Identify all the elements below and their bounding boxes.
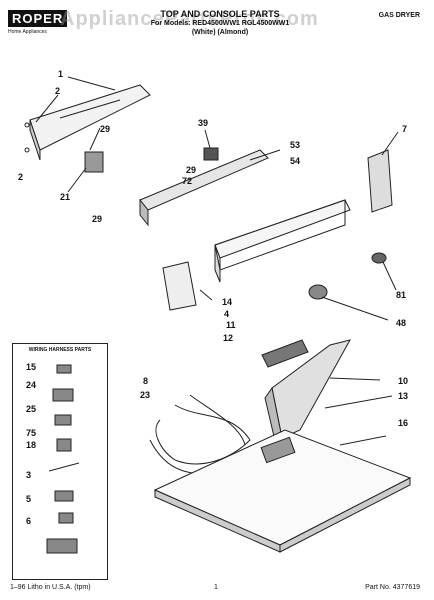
brand-sub-text: Home Appliances bbox=[8, 29, 47, 35]
brand-logo: ROPER Home Appliances bbox=[8, 10, 68, 35]
harness-parts-drawing bbox=[46, 364, 80, 554]
footer-part-number: Part No. 4377619 bbox=[365, 584, 420, 591]
callout-21: 21 bbox=[60, 192, 71, 202]
harness-item-3: 3 bbox=[26, 470, 32, 480]
callout-23: 23 bbox=[140, 390, 151, 400]
callout-8: 8 bbox=[143, 376, 149, 386]
harness-item-5: 5 bbox=[26, 494, 32, 504]
harness-title: WIRING HARNESS PARTS bbox=[28, 347, 92, 353]
callout-2b: 2 bbox=[18, 172, 24, 182]
callout-14: 14 bbox=[222, 297, 233, 307]
harness-item-6: 6 bbox=[26, 516, 32, 526]
callout-10: 10 bbox=[398, 376, 409, 386]
product-type: GAS DRYER bbox=[378, 12, 420, 19]
footer-page-number: 1 bbox=[214, 584, 218, 591]
watermark: AppliancePartsPros.com bbox=[60, 8, 319, 30]
harness-item-18: 18 bbox=[26, 440, 37, 450]
harness-item-24: 24 bbox=[26, 380, 37, 390]
page-title: TOP AND CONSOLE PARTS bbox=[160, 9, 280, 19]
callout-29c: 29 bbox=[186, 165, 197, 175]
callout-11: 11 bbox=[226, 320, 236, 330]
callout-13: 13 bbox=[398, 391, 409, 401]
callout-7: 7 bbox=[402, 124, 408, 134]
color-line: (White) (Almond) bbox=[191, 29, 249, 36]
callout-12: 12 bbox=[223, 333, 234, 343]
model-line: For Models: RED4500WW1 RGL4500WW1 bbox=[150, 20, 290, 27]
callout-29b: 29 bbox=[92, 214, 103, 224]
callout-2a: 2 bbox=[55, 86, 61, 96]
callout-72: 72 bbox=[182, 176, 193, 186]
harness-item-25: 25 bbox=[26, 404, 37, 414]
callout-53: 53 bbox=[290, 140, 301, 150]
wiring-harness-box: WIRING HARNESS PARTS bbox=[12, 343, 108, 580]
callout-39: 39 bbox=[198, 118, 209, 128]
callout-81: 81 bbox=[396, 290, 407, 300]
harness-item-15: 15 bbox=[26, 362, 37, 372]
callout-29a: 29 bbox=[100, 124, 111, 134]
harness-item-75: 75 bbox=[26, 428, 37, 438]
callout-48: 48 bbox=[396, 318, 407, 328]
callout-54: 54 bbox=[290, 156, 301, 166]
callout-1: 1 bbox=[58, 69, 64, 79]
footer-litho: 1–96 Litho in U.S.A. (tpm) bbox=[10, 584, 91, 591]
brand-logo-text: ROPER bbox=[8, 10, 68, 27]
callout-4: 4 bbox=[224, 309, 230, 319]
page-header: TOP AND CONSOLE PARTS For Models: RED450… bbox=[120, 10, 320, 37]
callout-16: 16 bbox=[398, 418, 409, 428]
